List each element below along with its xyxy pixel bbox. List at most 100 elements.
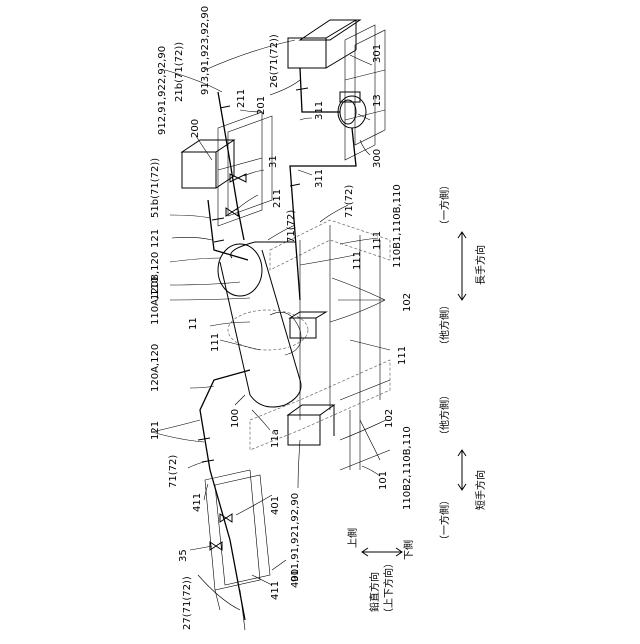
frame-401 <box>205 470 260 590</box>
piping-71 <box>198 68 356 620</box>
label-102-a: 102 <box>402 293 413 312</box>
leader-arrow-400 <box>272 560 286 570</box>
label-31: 31 <box>268 155 279 168</box>
label-111-b: 111 <box>352 251 363 270</box>
leader <box>360 420 380 460</box>
tank-hidden-section <box>228 310 308 350</box>
leader <box>350 55 372 65</box>
tank-top-box-lid <box>290 312 326 318</box>
label-13: 13 <box>372 94 383 107</box>
label-100: 100 <box>230 409 241 428</box>
label-311-top: 311 <box>314 101 325 120</box>
label-111-c: 111 <box>210 333 221 352</box>
label-35: 35 <box>178 549 189 562</box>
legend-vert-up: 上側 <box>346 528 359 548</box>
label-21b: 21b(71(72)) <box>174 42 185 102</box>
label-300: 300 <box>372 149 383 168</box>
legend-short-dir: 短手方向 <box>474 470 487 510</box>
label-400: 400 <box>290 569 301 588</box>
flange <box>296 88 308 90</box>
label-27: 27(71(72)) <box>182 576 193 630</box>
legend-long-other: （他方側） <box>438 300 451 350</box>
label-110B1: 110B1,110B,110 <box>392 184 403 268</box>
legend-long-one: （一方側） <box>438 180 451 230</box>
unit-400 <box>205 470 270 630</box>
legend-vert-sub: （上下方向） <box>382 558 395 618</box>
box-edge <box>326 50 356 68</box>
leader <box>190 546 212 550</box>
label-911: 911,91,921,92,90 <box>290 493 301 582</box>
leader <box>350 340 390 350</box>
legend-vertical-direction <box>362 548 402 556</box>
label-71-right: 71(72) <box>344 185 355 218</box>
label-11a: 11a <box>270 429 281 448</box>
leader <box>188 462 204 468</box>
label-411-top: 411 <box>192 493 203 512</box>
main-tank-assembly <box>218 220 390 470</box>
leader <box>340 420 386 440</box>
leader <box>204 484 208 500</box>
legend-vert-down: 下側 <box>402 540 415 560</box>
frame-rail <box>218 158 262 170</box>
label-211-top: 211 <box>236 89 247 108</box>
label-110A: 110A,110 <box>150 277 161 325</box>
label-411-bot: 411 <box>270 581 281 600</box>
leader <box>300 118 312 120</box>
label-71-bot: 71(72) <box>168 455 179 488</box>
leader <box>172 237 212 240</box>
leader <box>252 410 270 430</box>
flange <box>214 240 224 242</box>
leader <box>170 298 250 300</box>
frame-rail <box>345 70 385 80</box>
lower-box-top <box>288 405 334 415</box>
frame-401-back <box>215 475 270 585</box>
leader <box>210 322 250 326</box>
valve-401 <box>220 514 232 522</box>
legend-long-dir: 長手方向 <box>474 245 487 285</box>
label-101: 101 <box>378 471 389 490</box>
unit-200-box <box>182 152 216 188</box>
leader <box>358 114 370 120</box>
leader <box>236 195 258 210</box>
label-71-mid: 71(72) <box>286 210 297 243</box>
leader <box>360 140 370 155</box>
legend-short-one: （一方側） <box>438 495 451 545</box>
label-401: 401 <box>270 496 281 515</box>
leader <box>170 215 210 218</box>
label-51b: 51b(71(72)) <box>150 158 161 218</box>
lower-box <box>288 415 320 445</box>
frame-rail <box>340 380 390 400</box>
flange <box>220 106 230 108</box>
tank-nozzle-11a <box>270 312 301 355</box>
leader <box>198 575 240 610</box>
leader <box>298 170 312 175</box>
label-26: 26(71(72)) <box>269 34 280 88</box>
label-111-d: 111 <box>397 346 408 365</box>
flange <box>198 438 210 440</box>
leader <box>300 255 355 265</box>
label-121-top: 121 <box>150 229 161 248</box>
label-110B2: 110B2,110B,110 <box>402 426 413 510</box>
legend-short-direction <box>458 450 466 490</box>
legend-short-other: （他方側） <box>438 390 451 440</box>
controller-box <box>288 38 326 68</box>
leader <box>170 282 240 285</box>
label-111-a: 111 <box>372 231 383 250</box>
label-102-b: 102 <box>384 409 395 428</box>
leader <box>330 300 385 322</box>
label-211-mid: 211 <box>272 189 283 208</box>
label-912: 912,91,922,92,90 <box>157 46 168 135</box>
tank-shell-left <box>220 262 250 395</box>
box-edge <box>326 20 356 38</box>
pump-13-face <box>340 100 356 124</box>
label-11: 11 <box>188 317 199 330</box>
label-301: 301 <box>372 44 383 63</box>
box-edge <box>216 176 234 188</box>
legend-vert-dir: 鉛直方向 <box>368 572 381 612</box>
label-201: 201 <box>256 96 267 115</box>
leader <box>170 258 220 262</box>
label-121-bot: 121 <box>150 421 161 440</box>
frame-201-back <box>228 116 272 216</box>
leader <box>298 440 300 488</box>
